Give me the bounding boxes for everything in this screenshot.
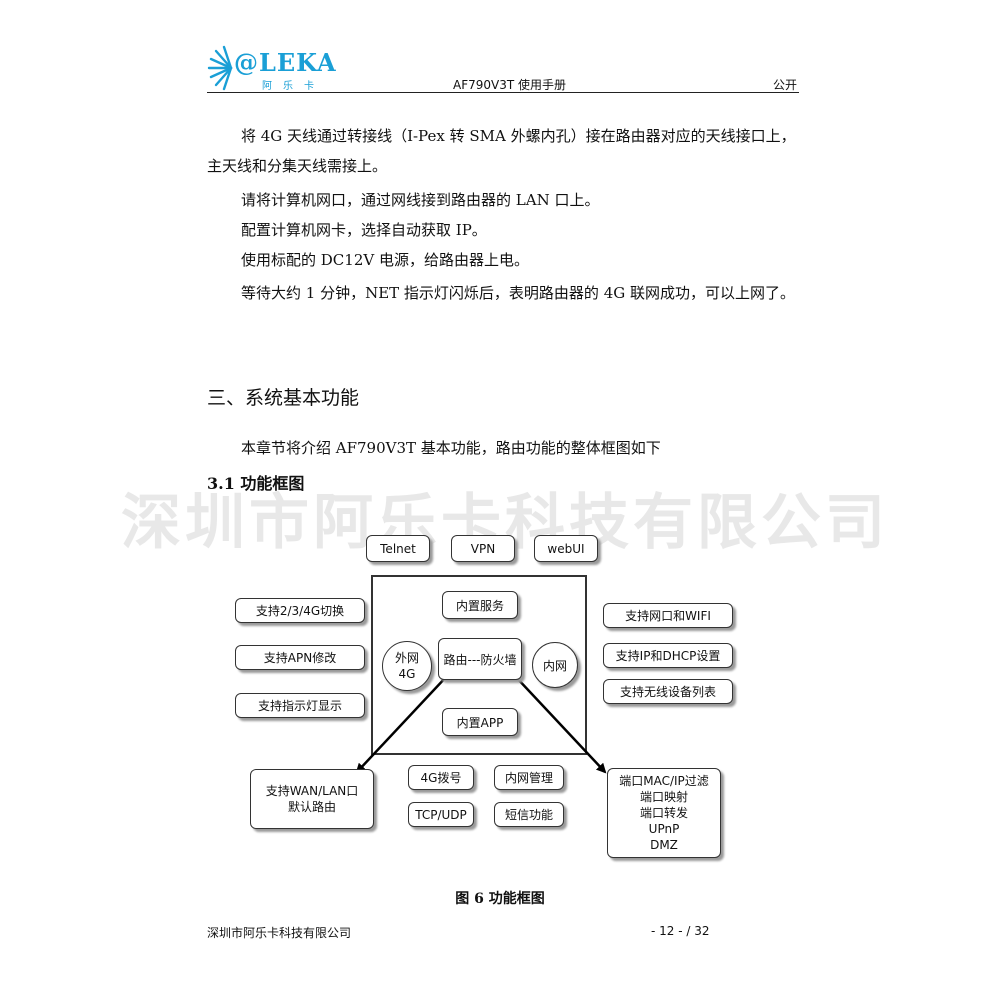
left-box-apn: 支持APN修改 (235, 645, 365, 670)
right-box-ports-wifi: 支持网口和WIFI (603, 603, 733, 628)
document-status: 公开 (773, 78, 798, 92)
company-logo (207, 45, 233, 91)
upnp-label: UPnP (648, 822, 680, 836)
lan-management-box: 内网管理 (494, 765, 564, 790)
4g-dial-box: 4G拨号 (408, 765, 474, 790)
port-forwarding-label: 端口转发 (639, 806, 688, 820)
vpn-box: VPN (451, 535, 515, 562)
left-box-indicator: 支持指示灯显示 (235, 693, 365, 718)
router-firewall-box: 路由---防火墙 (438, 638, 522, 680)
figure-caption: 图 6 功能框图 (455, 891, 545, 907)
tcp-udp-box: TCP/UDP (408, 802, 474, 827)
wan-lan-default-route-box: 支持WAN/LAN口 默认路由 (250, 769, 374, 829)
port-mapping-label: 端口映射 (639, 790, 688, 804)
dmz-label: DMZ (650, 838, 678, 852)
builtin-service-box: 内置服务 (442, 591, 518, 619)
logo-text: @LEKA (234, 48, 337, 77)
paragraph-antenna: 将 4G 天线通过转接线（I-Pex 转 SMA 外螺内孔）接在路由器对应的天线… (207, 127, 796, 175)
header-divider (207, 92, 799, 93)
port-functions-box: 端口MAC/IP过滤 端口映射 端口转发 UPnP DMZ (607, 768, 721, 858)
wan-4g-label: 4G (398, 667, 416, 681)
default-route-label: 默认路由 (287, 800, 336, 814)
footer-page-number: - 12 - / 32 (651, 924, 710, 938)
telnet-box: Telnet (366, 535, 430, 562)
arrow-to-port-functions (514, 675, 607, 774)
wan-lan-label: 支持WAN/LAN口 (265, 784, 359, 798)
webui-box: webUI (534, 535, 598, 562)
section-intro: 本章节将介绍 AF790V3T 基本功能，路由功能的整体框图如下 (241, 439, 661, 457)
builtin-app-box: 内置APP (442, 708, 518, 736)
paragraph-lan: 请将计算机网口，通过网线接到路由器的 LAN 口上。 (241, 191, 600, 209)
wan-label: 外网 (394, 651, 419, 665)
subsection-title: 3.1 功能框图 (207, 474, 305, 493)
lan-circle: 内网 (532, 642, 578, 688)
section-title: 三、系统基本功能 (207, 387, 360, 409)
left-box-network-switch: 支持2/3/4G切换 (235, 598, 365, 623)
wan-4g-circle: 外网 4G (382, 641, 432, 691)
paragraph-ip: 配置计算机网卡，选择自动获取 IP。 (241, 221, 487, 239)
footer-company: 深圳市阿乐卡科技有限公司 (207, 926, 352, 940)
paragraph-power: 使用标配的 DC12V 电源，给路由器上电。 (241, 251, 529, 269)
sms-function-box: 短信功能 (494, 802, 564, 827)
right-box-ip-dhcp: 支持IP和DHCP设置 (603, 643, 733, 668)
logo-subtitle: 阿乐卡 (262, 81, 325, 92)
right-box-wireless-list: 支持无线设备列表 (603, 679, 733, 704)
document-title: AF790V3T 使用手册 (453, 78, 567, 92)
paragraph-net: 等待大约 1 分钟，NET 指示灯闪烁后，表明路由器的 4G 联网成功，可以上网… (241, 284, 795, 302)
mac-ip-filter-label: 端口MAC/IP过滤 (619, 774, 709, 788)
